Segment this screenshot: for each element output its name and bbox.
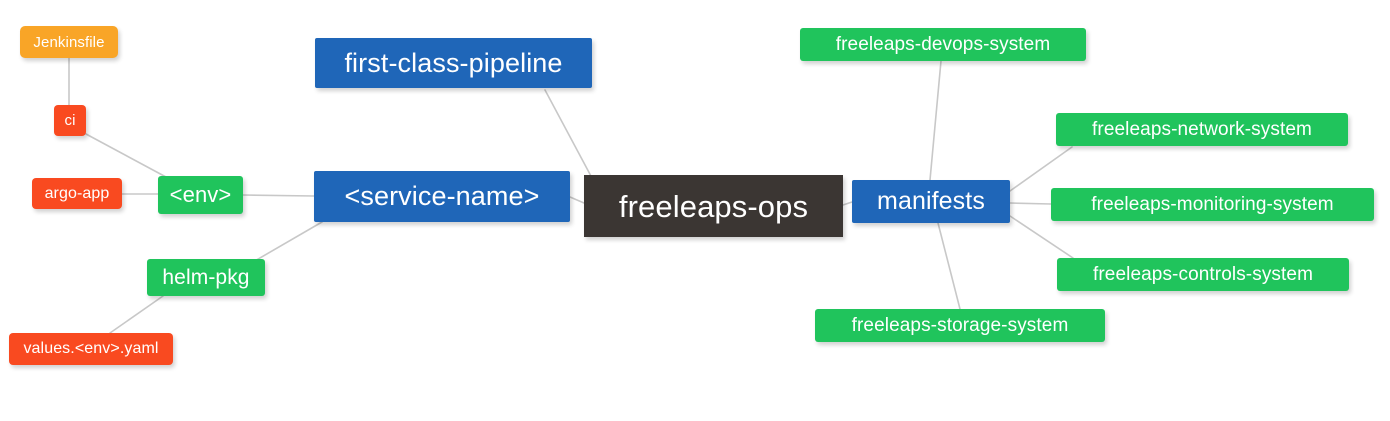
node-freeleaps-monitoring-system[interactable]: freeleaps-monitoring-system [1051,188,1374,221]
node-values-env-yaml[interactable]: values.<env>.yaml [9,333,173,365]
edge-env-to-ci [85,133,167,178]
edge-manifests-to-freeleaps-controls-system [1009,215,1074,259]
node-first-class-pipeline[interactable]: first-class-pipeline [315,38,592,88]
node-jenkinsfile[interactable]: Jenkinsfile [20,26,118,58]
edge-service-name-to-env [242,194,315,197]
node-helm-pkg[interactable]: helm-pkg [147,259,265,296]
node-label: freeleaps-storage-system [851,315,1069,336]
edge-freeleaps-ops-to-first-class-pipeline [544,89,593,179]
node-freeleaps-controls-system[interactable]: freeleaps-controls-system [1057,258,1349,291]
edge-manifests-to-freeleaps-monitoring-system [1009,202,1052,205]
node-label: freeleaps-network-system [1092,119,1312,140]
node-freeleaps-storage-system[interactable]: freeleaps-storage-system [815,309,1105,342]
node-freeleaps-network-system[interactable]: freeleaps-network-system [1056,113,1348,146]
edge-manifests-to-freeleaps-storage-system [937,222,961,310]
node-label: freeleaps-monitoring-system [1091,194,1334,215]
node-freeleaps-ops[interactable]: freeleaps-ops [584,175,843,237]
node-label: freeleaps-controls-system [1092,264,1314,285]
node-service-name[interactable]: <service-name> [314,171,570,222]
edge-manifests-to-freeleaps-network-system [1009,146,1073,192]
edge-service-name-to-helm-pkg [252,221,323,263]
node-label: first-class-pipeline [344,47,563,78]
edge-freeleaps-ops-to-manifests [842,201,853,206]
node-label: helm-pkg [162,266,250,289]
node-label: <env> [169,182,232,207]
edge-freeleaps-ops-to-service-name [569,196,585,204]
node-label: manifests [877,187,985,215]
node-freeleaps-devops-system[interactable]: freeleaps-devops-system [800,28,1086,61]
node-label: argo-app [44,184,110,202]
node-label: ci [64,112,76,129]
node-label: values.<env>.yaml [23,340,159,357]
edge-helm-pkg-to-values-env-yaml [109,295,164,334]
node-manifests[interactable]: manifests [852,180,1010,223]
node-argo-app[interactable]: argo-app [32,178,122,209]
node-env[interactable]: <env> [158,176,243,214]
node-ci[interactable]: ci [54,105,86,136]
node-label: Jenkinsfile [33,33,105,51]
edge-manifests-to-freeleaps-devops-system [929,60,942,181]
node-label: <service-name> [344,181,540,211]
node-label: freeleaps-ops [618,188,809,224]
node-label: freeleaps-devops-system [835,34,1051,55]
